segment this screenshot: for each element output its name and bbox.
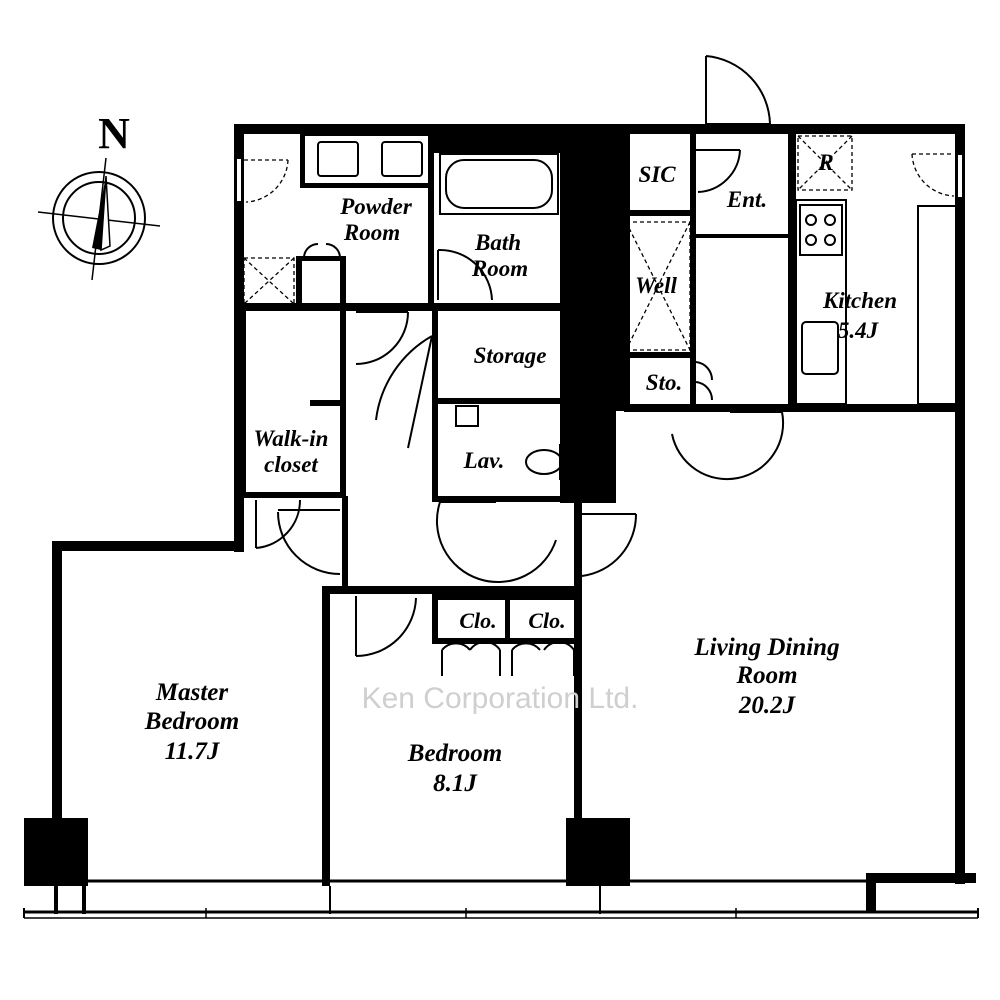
toilet-tank-icon xyxy=(559,444,577,480)
living-dining-label-3: 20.2J xyxy=(738,692,797,719)
sto-label: Sto. xyxy=(646,370,682,395)
closet-1-label: Clo. xyxy=(459,608,496,633)
storage-label: Storage xyxy=(474,343,547,368)
powder-room-label-1: Powder xyxy=(339,194,413,219)
sink-1-icon xyxy=(317,141,359,177)
bathtub-icon xyxy=(439,153,559,215)
walk-in-closet-label-2: closet xyxy=(264,452,318,477)
balcony xyxy=(23,879,979,919)
lav-sink-icon xyxy=(455,405,479,427)
column-left xyxy=(24,818,88,886)
watermark: Ken Corporation Ltd. xyxy=(362,682,639,715)
toilet-bowl-icon xyxy=(525,449,563,475)
sink-2-icon xyxy=(381,141,423,177)
refrigerator-space xyxy=(797,135,853,191)
interior-walls xyxy=(234,131,960,886)
closet-2-label: Clo. xyxy=(528,608,565,633)
cooktop-icon xyxy=(799,204,843,256)
kitchen-cabinet xyxy=(917,205,957,405)
refrigerator-label: R xyxy=(817,150,833,175)
room-labels: Powder Room Bath Room SIC Ent. R Well Ki… xyxy=(144,150,897,797)
kitchen-sink-icon xyxy=(801,321,839,375)
lav-label: Lav. xyxy=(463,448,505,473)
bedroom-label-2: 8.1J xyxy=(433,770,478,797)
compass-north-label: N xyxy=(98,109,130,158)
bath-room-label-1: Bath xyxy=(474,230,521,255)
bedroom-label-1: Bedroom xyxy=(407,740,502,767)
compass: N xyxy=(37,109,161,281)
column-center xyxy=(566,818,630,886)
master-bedroom-label-3: 11.7J xyxy=(165,738,221,765)
living-dining-label-2: Room xyxy=(735,662,797,689)
pipe-shaft xyxy=(432,131,628,503)
kitchen-label-2: 5.4J xyxy=(838,318,880,343)
washer-space xyxy=(243,257,295,305)
entrance-label: Ent. xyxy=(726,187,767,212)
well-label: Well xyxy=(635,273,677,298)
exterior-walls xyxy=(52,124,976,913)
sic-label: SIC xyxy=(638,162,676,187)
powder-room-label-2: Room xyxy=(343,220,400,245)
kitchen-label-1: Kitchen xyxy=(822,288,897,313)
kitchen-counter xyxy=(795,199,847,405)
compass-inner-ring xyxy=(62,181,136,255)
compass-needle-icon xyxy=(92,176,106,250)
doors xyxy=(244,55,955,676)
bathtub-inner-icon xyxy=(445,159,553,209)
master-bedroom-label-1: Master xyxy=(155,679,229,706)
living-dining-label-1: Living Dining xyxy=(693,634,839,661)
master-bedroom-label-2: Bedroom xyxy=(144,708,239,735)
fixtures xyxy=(243,135,957,480)
compass-outer-ring xyxy=(52,171,146,265)
compass-needle-light xyxy=(100,175,111,252)
well-space xyxy=(625,221,691,351)
walk-in-closet-label-1: Walk-in xyxy=(254,426,329,451)
windows xyxy=(235,153,964,411)
bath-room-label-2: Room xyxy=(471,256,528,281)
